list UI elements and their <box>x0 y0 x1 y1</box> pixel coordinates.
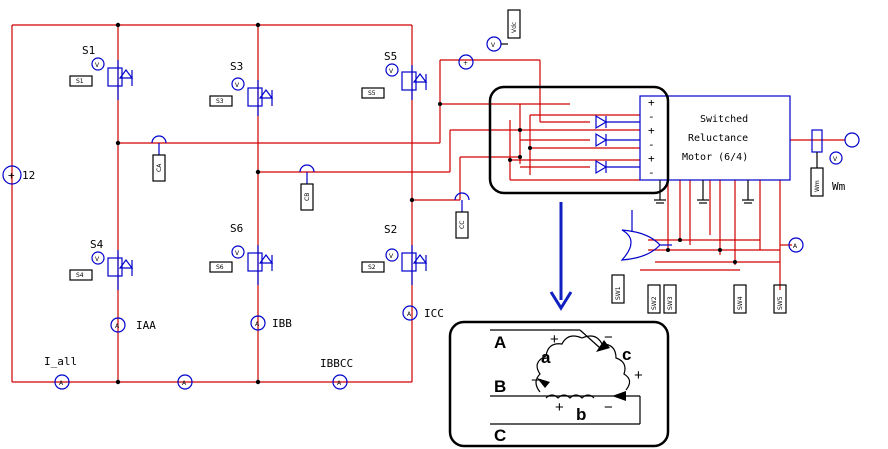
icc-label: ICC <box>424 307 444 320</box>
phase-probe-cb: CB <box>299 164 315 211</box>
motor-term-plus-2: + <box>648 124 655 137</box>
dc-source-label: 12 <box>22 169 35 182</box>
bottom-probe-5: SW5 <box>777 296 784 310</box>
switch-s1: V S1 S1 <box>69 44 134 100</box>
motor-term-minus-1: - <box>648 110 655 123</box>
ibbcc-ammeter-symbol: A <box>337 380 342 387</box>
phase-probe-ca: CA <box>151 135 167 182</box>
cb-label: CB <box>304 193 311 201</box>
zoom-minus-b: − <box>604 399 613 416</box>
zoom-plus-b: + <box>555 399 564 416</box>
s4-gate-label: S4 <box>76 272 84 279</box>
bottom-probe-1: SW1 <box>615 286 622 300</box>
zoom-inset: A B C a b c + − − + + − <box>448 320 670 448</box>
srm-motor-block: + - + - + - Switched Reluctance Motor (6… <box>639 95 791 181</box>
s3-gate-label: S3 <box>216 98 224 105</box>
iall-ammeter-symbol: A <box>59 380 64 387</box>
dc-source-plus: + <box>8 169 15 182</box>
bottom-ammeter-symbol: A <box>793 243 798 250</box>
zoom-label-b: b <box>576 405 586 424</box>
speed-voltmeter-symbol: V <box>833 156 838 163</box>
or-gate <box>620 210 672 261</box>
top-voltmeter: V Vdc + <box>458 9 521 70</box>
motor-term-minus-2: - <box>648 138 655 151</box>
icc-ammeter-symbol: A <box>407 311 412 318</box>
s5-gate-label: S5 <box>368 90 376 97</box>
s4-voltmeter-symbol: V <box>95 256 100 263</box>
switch-s3: V S3 S3 <box>209 60 274 116</box>
ammeter-bottom-mid: A <box>177 374 193 390</box>
s6-label: S6 <box>230 222 243 235</box>
zoom-label-A: A <box>494 333 506 352</box>
s5-voltmeter-symbol: V <box>389 68 394 75</box>
switch-s5: V S5 S5 <box>361 50 428 100</box>
diode-bank <box>595 114 640 175</box>
motor-term-plus-1: + <box>648 96 655 109</box>
motor-term-minus-3: - <box>648 166 655 179</box>
top-voltmeter-symbol: V <box>491 42 496 49</box>
ammeter-icc: A ICC <box>402 305 444 321</box>
s4-label: S4 <box>90 238 104 251</box>
zoom-label-a: a <box>541 348 551 367</box>
ammeter-ibbcc: A IBBCC <box>320 357 353 390</box>
speed-sensor: V Wm Wm <box>810 129 860 197</box>
top-source-symbol: + <box>463 60 468 67</box>
s3-label: S3 <box>230 60 243 73</box>
zoom-plus-a: + <box>550 331 559 348</box>
ca-label: CA <box>156 163 163 172</box>
ammeter-iall: A I_all <box>44 355 77 390</box>
bottom-probe-4: SW4 <box>737 296 744 310</box>
zoom-plus-c: + <box>634 367 643 384</box>
motor-term-plus-3: + <box>648 152 655 165</box>
top-probe-label: Vdc <box>511 22 518 33</box>
speed-probe-label: Wm <box>814 180 821 192</box>
s1-voltmeter-symbol: V <box>95 62 100 69</box>
ground-symbols <box>654 180 754 204</box>
dc-source: + 12 <box>2 165 35 185</box>
s5-label: S5 <box>384 50 397 63</box>
s2-voltmeter-symbol: V <box>389 253 394 260</box>
s6-voltmeter-symbol: V <box>235 250 240 257</box>
bottom-probes: SW1 SW2 SW3 SW4 SW5 A <box>611 237 804 314</box>
s2-gate-label: S2 <box>368 264 376 271</box>
ibbcc-label: IBBCC <box>320 357 353 370</box>
phase-probe-cc: CC <box>454 192 470 239</box>
speed-label: Wm <box>832 180 846 193</box>
mid-ammeter-symbol: A <box>182 380 187 387</box>
switch-s4: V S4 S4 <box>69 238 134 290</box>
zoom-minus-c: − <box>604 329 613 346</box>
iaa-label: IAA <box>136 319 156 332</box>
bottom-probe-2: SW2 <box>651 296 658 310</box>
ibb-label: IBB <box>272 317 292 330</box>
zoom-label-C: C <box>494 426 506 445</box>
ibb-ammeter-symbol: A <box>255 321 260 328</box>
iaa-ammeter-symbol: A <box>115 323 120 330</box>
iall-label: I_all <box>44 355 77 368</box>
s1-gate-label: S1 <box>76 78 84 85</box>
s1-label: S1 <box>82 44 95 57</box>
cc-label: CC <box>459 221 466 229</box>
ammeter-iaa: A IAA <box>110 317 156 333</box>
zoom-label-B: B <box>494 377 506 396</box>
bottom-probe-3: SW3 <box>667 296 674 310</box>
switch-s6: V S6 S6 <box>209 222 274 285</box>
ammeter-ibb: A IBB <box>250 315 292 331</box>
switch-s2: V S2 S2 <box>361 223 428 285</box>
highlight-box <box>488 85 670 195</box>
junction-dots <box>115 22 737 385</box>
zoom-minus-a: − <box>531 372 540 389</box>
zoom-arrow <box>549 202 573 311</box>
s6-gate-label: S6 <box>216 264 224 271</box>
motor-line-2: Reluctance <box>688 133 748 144</box>
motor-line-3: Motor (6/4) <box>682 152 748 163</box>
s2-label: S2 <box>384 223 397 236</box>
s3-voltmeter-symbol: V <box>235 82 240 89</box>
motor-line-1: Switched <box>700 114 748 125</box>
zoom-label-c: c <box>622 345 631 364</box>
